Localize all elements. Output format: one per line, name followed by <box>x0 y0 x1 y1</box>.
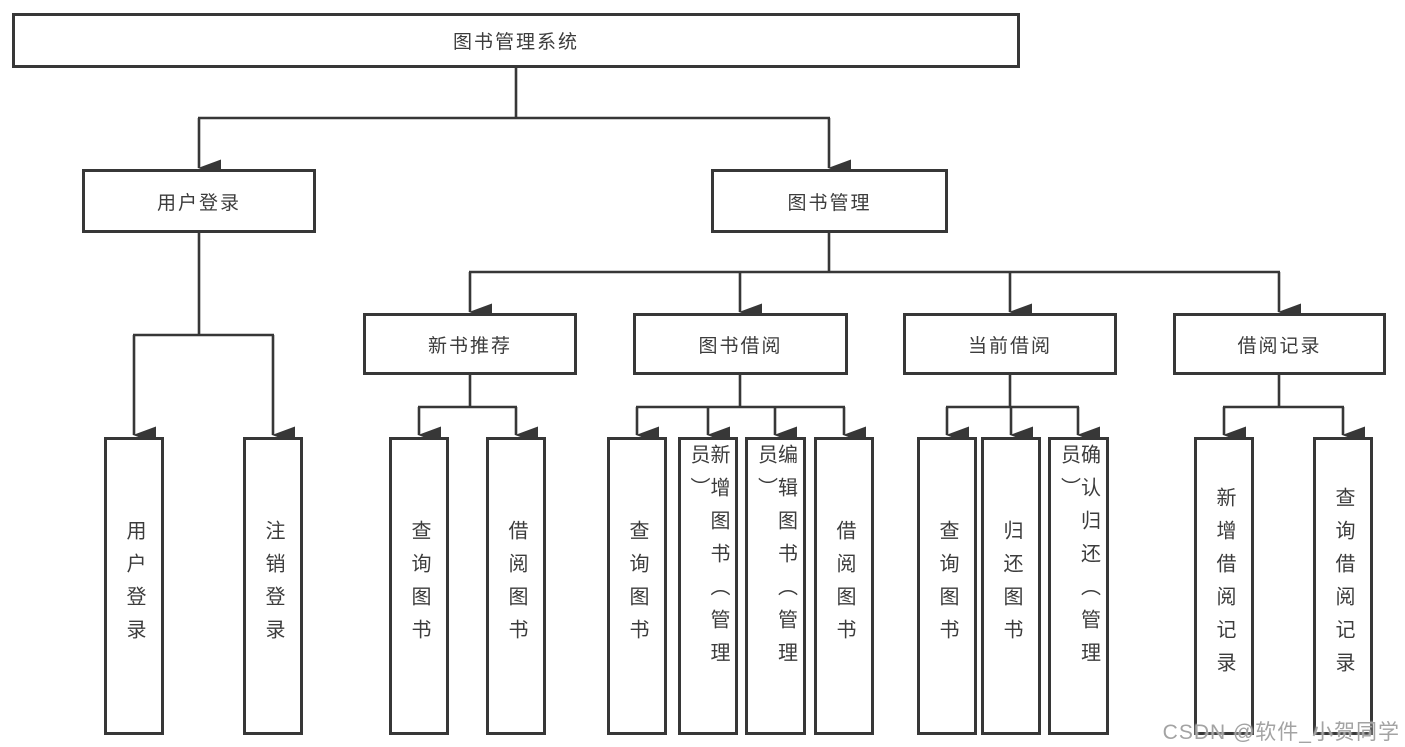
node-current-borrow-label: 当前借阅 <box>967 335 1052 357</box>
node-book-borrow-label: 图书借阅 <box>698 335 783 357</box>
leaf-user-login-label: 用户登录 <box>123 520 145 652</box>
leaf-bb-edit-books-admin: 编辑图书（管理员） <box>745 437 806 735</box>
leaf-cb-confirm-return-admin-label: 确认归还（管理员） <box>1057 444 1100 675</box>
leaf-logout: 注销登录 <box>243 437 303 735</box>
node-borrow-records-label: 借阅记录 <box>1237 335 1322 357</box>
node-borrow-records: 借阅记录 <box>1173 313 1386 375</box>
connector-borrow-records-to-leaves <box>1222 375 1365 444</box>
connector-new-book-recommend-to-leaves <box>417 375 538 444</box>
leaf-bb-add-books-admin: 新增图书（管理员） <box>678 437 738 735</box>
connector-root-to-level2 <box>197 68 851 177</box>
leaf-nbr-borrow-books-label: 借阅图书 <box>505 520 527 652</box>
connector-book-borrow-to-leaves <box>635 375 866 444</box>
node-book-management: 图书管理 <box>711 169 948 233</box>
connector-book-management-to-level3 <box>468 233 1301 321</box>
leaf-br-add-record: 新增借阅记录 <box>1194 437 1254 735</box>
node-user-login-label: 用户登录 <box>156 192 241 214</box>
connector-user-login-to-leaves <box>132 233 295 444</box>
leaf-nbr-borrow-books: 借阅图书 <box>486 437 546 735</box>
leaf-bb-query-books: 查询图书 <box>607 437 667 735</box>
leaf-br-add-record-label: 新增借阅记录 <box>1213 487 1235 685</box>
leaf-cb-return-books: 归还图书 <box>981 437 1041 735</box>
node-current-borrow: 当前借阅 <box>903 313 1117 375</box>
leaf-cb-query-books: 查询图书 <box>917 437 977 735</box>
csdn-watermark: CSDN @软件_小贺同学 <box>1162 721 1400 744</box>
leaf-bb-borrow-books: 借阅图书 <box>814 437 874 735</box>
leaf-cb-query-books-label: 查询图书 <box>936 520 958 652</box>
leaf-nbr-query-books-label: 查询图书 <box>408 520 430 652</box>
node-root-label: 图书管理系统 <box>452 32 579 53</box>
node-root: 图书管理系统 <box>12 13 1020 68</box>
connector-current-borrow-to-leaves <box>945 375 1100 444</box>
leaf-bb-borrow-books-label: 借阅图书 <box>833 520 855 652</box>
leaf-br-query-record: 查询借阅记录 <box>1313 437 1373 735</box>
node-book-borrow: 图书借阅 <box>633 313 848 375</box>
leaf-cb-confirm-return-admin: 确认归还（管理员） <box>1048 437 1109 735</box>
leaf-logout-label: 注销登录 <box>262 520 284 652</box>
leaf-cb-return-books-label: 归还图书 <box>1000 520 1022 652</box>
node-new-book-recommend-label: 新书推荐 <box>427 335 512 357</box>
leaf-bb-query-books-label: 查询图书 <box>626 520 648 652</box>
node-user-login: 用户登录 <box>82 169 316 233</box>
leaf-bb-add-books-admin-label: 新增图书（管理员） <box>687 444 729 675</box>
leaf-nbr-query-books: 查询图书 <box>389 437 449 735</box>
leaf-br-query-record-label: 查询借阅记录 <box>1332 487 1354 685</box>
node-book-management-label: 图书管理 <box>787 192 872 214</box>
leaf-user-login: 用户登录 <box>104 437 164 735</box>
node-new-book-recommend: 新书推荐 <box>363 313 577 375</box>
leaf-bb-edit-books-admin-label: 编辑图书（管理员） <box>754 444 797 675</box>
